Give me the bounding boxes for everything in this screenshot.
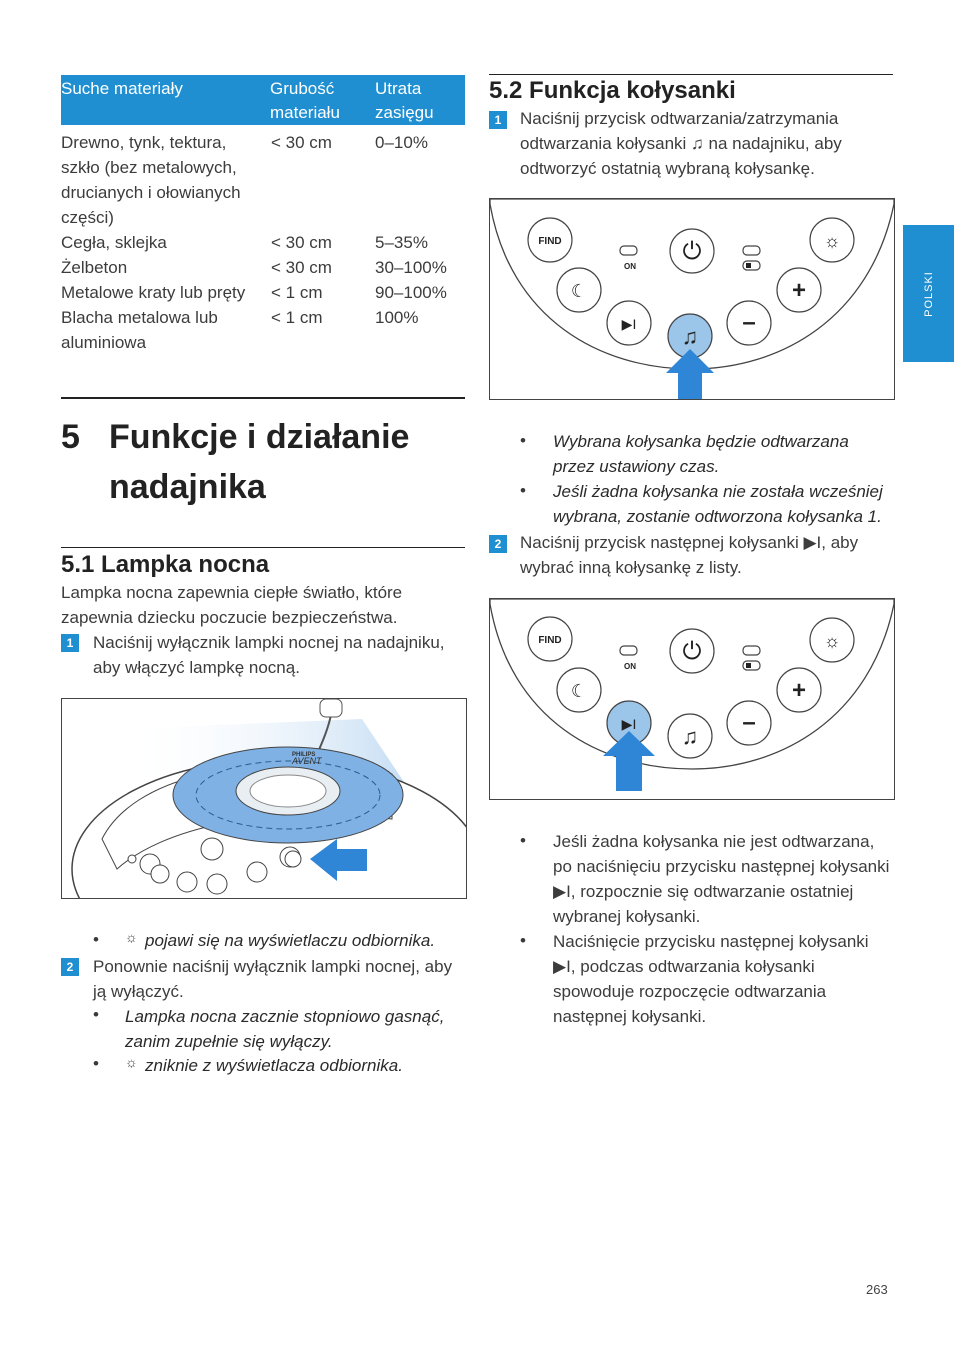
find-label: FIND: [538, 236, 561, 247]
header-material: Suche materiały: [61, 79, 183, 98]
row3-material: Żelbeton: [61, 258, 128, 277]
chapter-rule: [61, 397, 465, 399]
svg-text:♫: ♫: [682, 324, 699, 349]
bullet-text: Jeśli żadna kołysanka nie jest odtwarzan…: [553, 832, 890, 926]
row3-loss: 30–100%: [375, 258, 447, 277]
row5-material: Blacha metalowa lub aluminiowa: [61, 308, 218, 352]
on-label: ON: [624, 262, 636, 271]
svg-text:☾: ☾: [571, 681, 587, 701]
row1-thickness: < 30 cm: [271, 133, 332, 152]
light-icon: ☼: [125, 1054, 138, 1070]
header-loss: Utrata zasięgu: [375, 79, 434, 122]
find-label: FIND: [538, 635, 561, 646]
step-text: Naciśnij przycisk odtwarzania/zatrzymani…: [520, 109, 842, 178]
row4-material: Metalowe kraty lub pręty: [61, 283, 246, 302]
table-header: [61, 75, 465, 125]
light-icon: ☼: [125, 929, 138, 945]
next-lullaby-figure: FIND ON ⏻ ☼ ☾ + ▶I – ♫: [489, 598, 895, 800]
svg-text:–: –: [742, 709, 755, 736]
step-text: Ponownie naciśnij wyłącznik lampki nocne…: [93, 957, 453, 1001]
step-text: Naciśnij przycisk następnej kołysanki ▶I…: [520, 533, 859, 577]
chapter-title: Funkcje i działanie nadajnika: [109, 418, 410, 506]
control-panel-illustration: FIND ON ⏻ ☼ ☾ + ▶I – ♫: [490, 199, 894, 399]
svg-text:▶I: ▶I: [622, 716, 637, 732]
svg-text:♫: ♫: [682, 724, 699, 749]
svg-text:–: –: [742, 309, 755, 336]
on-label: ON: [624, 662, 636, 671]
language-tab: [903, 225, 954, 362]
brand-logo-text-2: AVENT: [291, 756, 323, 766]
section-title-5-2: 5.2 Funkcja kołysanki: [489, 77, 736, 104]
bullet-text: Naciśnięcie przycisku następnej kołysank…: [553, 932, 869, 1026]
step-number: 2: [61, 958, 79, 976]
row2-material: Cegła, sklejka: [61, 233, 167, 252]
step-text: Naciśnij wyłącznik lampki nocnej na nada…: [93, 633, 445, 677]
row1-material: Drewno, tynk, tektura, szkło (bez metalo…: [61, 133, 241, 227]
row5-thickness: < 1 cm: [271, 308, 323, 327]
section-rule: [489, 74, 893, 75]
bullet-text: pojawi się na wyświetlaczu odbiornika.: [145, 931, 436, 950]
row1-loss: 0–10%: [375, 133, 428, 152]
row2-loss: 5–35%: [375, 233, 428, 252]
page-number: 263: [866, 1282, 888, 1297]
chapter-number: 5: [61, 418, 80, 456]
svg-text:⏻: ⏻: [683, 638, 702, 665]
section-intro: Lampka nocna zapewnia ciepłe światło, kt…: [61, 583, 403, 627]
row2-thickness: < 30 cm: [271, 233, 332, 252]
bullet-text: Lampka nocna zacznie stopniowo gasnąć, z…: [125, 1007, 445, 1051]
row4-thickness: < 1 cm: [271, 283, 323, 302]
svg-text:☼: ☼: [824, 631, 841, 651]
svg-text:☼: ☼: [824, 231, 841, 251]
brand-logo-text: PHILIPS: [292, 752, 315, 758]
step-number: 1: [61, 634, 79, 652]
row5-loss: 100%: [375, 308, 419, 327]
night-light-illustration: PHILIPS AVENT: [71, 699, 466, 898]
svg-text:+: +: [792, 277, 806, 304]
bullet-text: Jeśli żadna kołysanka nie została wcześn…: [553, 482, 883, 526]
svg-text:☾: ☾: [571, 281, 587, 301]
bullet-text: Wybrana kołysanka będzie odtwarzana prze…: [553, 432, 849, 476]
header-thickness: Grubość materiału: [270, 79, 340, 122]
svg-text:▶I: ▶I: [622, 316, 637, 332]
lullaby-figure: FIND ON ⏻ ☼ ☾ + ▶I – ♫: [489, 198, 895, 400]
control-panel-illustration: FIND ON ⏻ ☼ ☾ + ▶I – ♫: [490, 599, 894, 791]
row4-loss: 90–100%: [375, 283, 447, 302]
section-rule: [61, 547, 465, 548]
bullet-text: zniknie z wyświetlacza odbiornika.: [145, 1056, 403, 1075]
language-tab-label: POLSKI: [922, 270, 935, 317]
step-number: 1: [489, 111, 507, 129]
row3-thickness: < 30 cm: [271, 258, 332, 277]
section-title-5-1: 5.1 Lampka nocna: [61, 551, 270, 578]
step-number: 2: [489, 535, 507, 553]
night-light-figure: PHILIPS AVENT: [61, 698, 467, 899]
svg-text:+: +: [792, 677, 806, 704]
svg-text:⏻: ⏻: [683, 238, 702, 265]
